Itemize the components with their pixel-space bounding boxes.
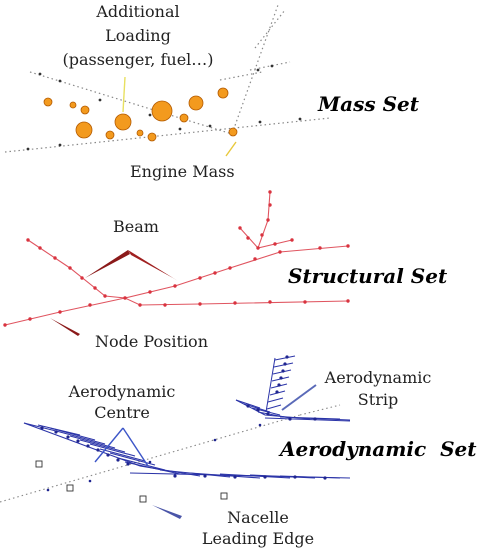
structural-nodes — [3, 190, 350, 327]
mass-point — [114, 113, 132, 131]
mass-point — [188, 95, 204, 111]
aero-centre-points — [40, 355, 327, 492]
beam-label: Beam — [113, 217, 159, 236]
mass-small-nodes — [26, 64, 302, 151]
mass-point — [43, 97, 53, 107]
mass-point — [217, 87, 229, 99]
mass-point — [69, 101, 77, 109]
node-position-label: Node Position — [95, 332, 208, 351]
mass-point — [147, 132, 157, 142]
aerodynamic-strip-pointer — [281, 384, 317, 411]
nacelle-label-line1: Nacelle — [227, 508, 289, 527]
nacelle-label-line2: Leading Edge — [202, 529, 314, 548]
mass-point — [228, 127, 238, 137]
structural-set-title: Structural Set — [288, 264, 448, 288]
nacelle-pointer — [152, 505, 182, 519]
additional-loading-label-line3: (passenger, fuel…) — [62, 50, 213, 69]
mass-point — [136, 129, 144, 137]
mass-point — [75, 121, 93, 139]
node-position-pointer — [50, 318, 80, 336]
aerodynamic-strip-label-line1: Aerodynamic — [324, 368, 432, 387]
aerodynamic-set-panel: Aerodynamic Centre Aerodynamic Strip Nac… — [0, 355, 477, 548]
mass-set-title: Mass Set — [317, 92, 420, 116]
aerodynamic-centre-label-line1: Aerodynamic — [68, 382, 176, 401]
additional-loading-label-line2: Loading — [105, 26, 171, 45]
mass-dotted-lines — [4, 4, 331, 153]
structural-set-panel: Beam Node Position Structural Set — [3, 190, 448, 351]
mass-point — [80, 105, 90, 115]
beam-pointer-right — [128, 250, 178, 281]
engine-mass-label: Engine Mass — [130, 162, 235, 181]
aerodynamic-centre-pointer — [94, 427, 149, 467]
mass-points — [43, 87, 238, 142]
beam-pointer-left — [85, 250, 130, 278]
additional-loading-pointer — [122, 76, 126, 113]
mass-point — [151, 100, 173, 122]
aerodynamic-centre-label-line2: Centre — [94, 403, 150, 422]
aerodynamic-strip-label-line2: Strip — [358, 390, 398, 409]
mass-point — [105, 130, 115, 140]
mass-set-panel: Additional Loading (passenger, fuel…) En… — [4, 2, 420, 181]
nacelle-leading-edge-markers — [35, 460, 228, 503]
aerodynamic-set-title: Aerodynamic Set — [278, 437, 477, 461]
additional-loading-label-line1: Additional — [95, 2, 179, 21]
mass-point — [179, 113, 189, 123]
engine-mass-pointer — [225, 141, 237, 157]
